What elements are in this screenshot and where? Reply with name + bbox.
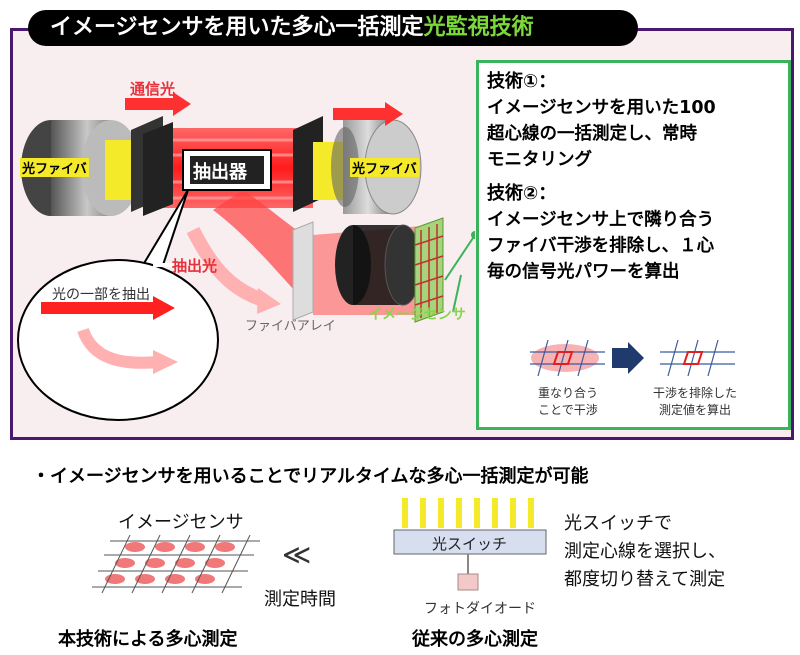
tech2-heading: 技術②：	[487, 183, 557, 204]
image-sensor-grid	[414, 224, 444, 318]
tech1-line3: モニタリング	[487, 150, 592, 170]
sensor-array-illustration	[92, 535, 260, 594]
tech1-line2: 超心線の一括測定し、常時	[487, 124, 697, 144]
tech2-line1: イメージセンサ上で隣り合う	[487, 210, 715, 230]
overlap-grid	[530, 339, 605, 377]
label-signal-light: 通信光	[130, 80, 176, 98]
summary-text: ・イメージセンサを用いることでリアルタイムな多心一括測定が可能	[32, 466, 589, 487]
desc-line2: 測定心線を選択し、	[564, 541, 726, 562]
tech2-line2: ファイバ干渉を排除し、１心	[487, 236, 715, 256]
technology-box: 技術①： イメージセンサを用いた100 超心線の一括測定し、常時 モニタリング …	[476, 60, 791, 430]
label-fiber-left: 光ファイバ	[20, 158, 89, 177]
tech1-heading: 技術①：	[487, 71, 557, 92]
optical-switch-illustration	[393, 498, 547, 591]
illustration-arrow	[612, 342, 644, 374]
bubble-arrow-branch	[77, 327, 159, 369]
optical-switch-label: 光スイッチ	[432, 535, 508, 553]
switch-fibers	[402, 498, 534, 528]
callout-bubble	[17, 259, 219, 421]
caption-overlap-line1: 重なり合う	[537, 386, 598, 400]
separated-grid	[660, 339, 735, 377]
title-highlight: 光監視技術	[423, 15, 534, 40]
our-method-label: 本技術による多心測定	[58, 629, 238, 650]
signal-arrow-right	[333, 102, 403, 126]
title-bar: イメージセンサを用いた多心一括測定光監視技術	[28, 10, 638, 46]
bubble-arrow-main	[41, 296, 175, 320]
label-extractor: 抽出器	[193, 162, 247, 183]
conventional-label: 従来の多心測定	[412, 629, 538, 650]
extractor-inner	[190, 156, 264, 184]
caption-separated-line1: 干渉を排除した	[652, 386, 737, 400]
switch-box	[393, 529, 547, 555]
branch-beam	[213, 190, 313, 310]
caption-separated-line2: 測定値を算出	[658, 403, 731, 417]
label-extracted-light: 抽出光	[172, 257, 218, 275]
fiber-array-plate	[292, 221, 314, 321]
fiber-diagram	[17, 92, 475, 421]
tech1-line1: イメージセンサを用いた100	[487, 98, 716, 118]
photodiode-label: フォトダイオード	[424, 601, 536, 617]
label-fiber-right: 光ファイバ	[350, 158, 419, 177]
title-main: イメージセンサを用いた多心一括測定	[50, 15, 424, 40]
measure-time-label: 測定時間	[264, 589, 336, 610]
conventional-description: 光スイッチで 測定心線を選択し、 都度切り替えて測定	[564, 510, 726, 594]
desc-line3: 都度切り替えて測定	[564, 569, 726, 590]
label-bubble: 光の一部を抽出	[52, 287, 150, 303]
interference-illustration	[530, 339, 735, 377]
caption-separated: 干渉を排除した 測定値を算出	[640, 384, 750, 418]
tech2-line3: 毎の信号光パワーを算出	[487, 262, 680, 282]
desc-line1: 光スイッチで	[564, 513, 672, 534]
signal-arrow-left	[125, 92, 191, 116]
bottom-sensor-label: イメージセンサ	[118, 512, 244, 533]
sensor-connector-line	[444, 234, 475, 281]
caption-overlap: 重なり合う ことで干渉	[528, 384, 608, 418]
caption-overlap-line2: ことで干渉	[538, 403, 598, 417]
photodiode-shape	[457, 573, 479, 591]
label-fiber-array: ファイバアレイ	[245, 319, 336, 334]
label-image-sensor: イメージセンサ	[368, 307, 466, 323]
much-less-symbol: ≪	[282, 538, 312, 571]
extraction-arrow	[186, 226, 266, 307]
